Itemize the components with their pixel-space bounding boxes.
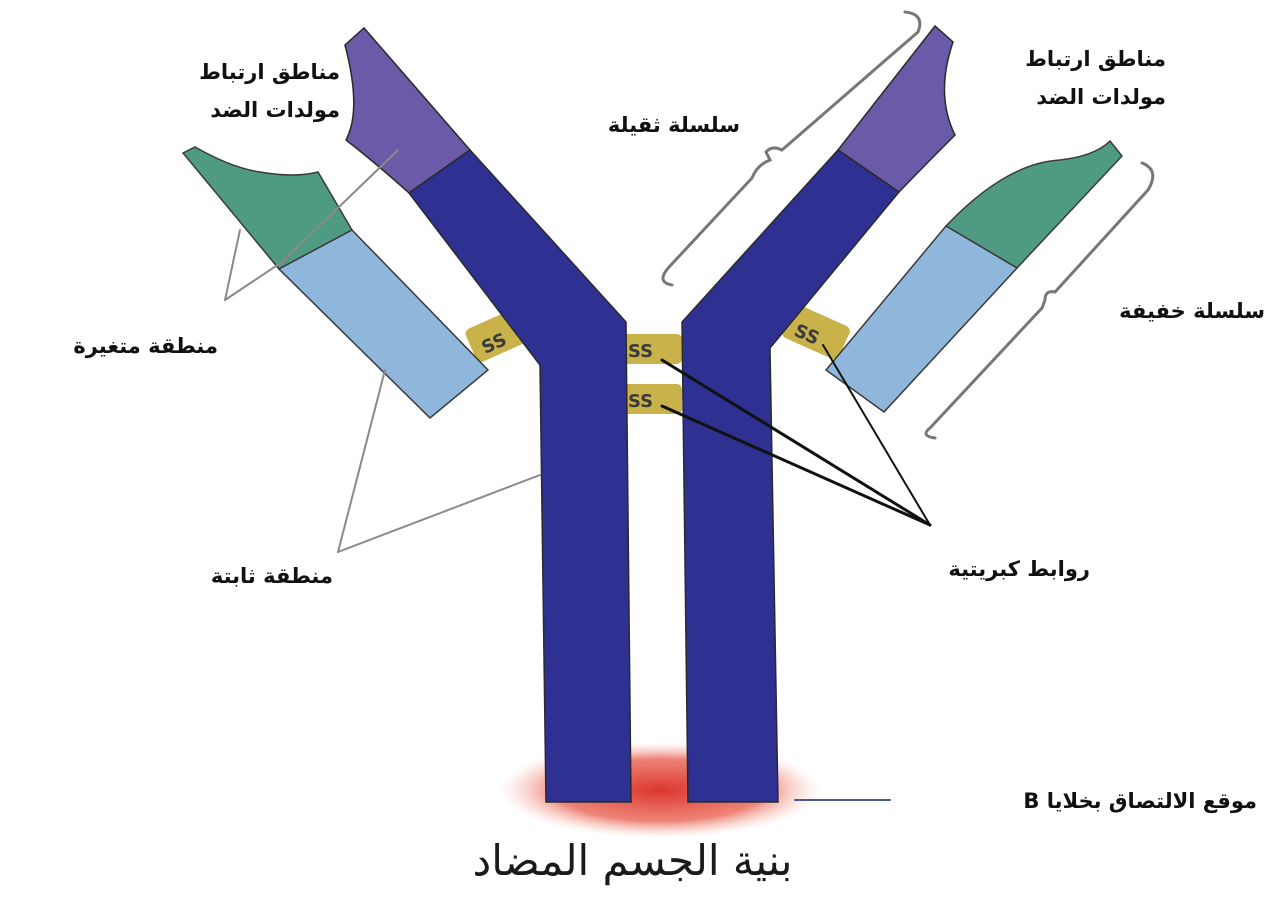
label-variable-region-text: منطقة متغيرة	[8, 327, 218, 365]
right-heavy-constant-region	[682, 150, 899, 802]
label-antigen-binding-sites-left: مناطق ارتباط مولدات الضد	[130, 53, 340, 129]
ss-text-center-top: SS	[628, 341, 653, 362]
diagram-caption: بنية الجسم المضاد	[0, 836, 1265, 885]
label-antigen-binding-line-1: مناطق ارتباط	[130, 53, 340, 91]
label-antigen-binding-line-2: مولدات الضد	[960, 78, 1166, 116]
left-light-constant-region	[279, 230, 488, 418]
label-heavy-chain-text: سلسلة ثقيلة	[560, 106, 740, 144]
pointer-constant-region-1	[338, 370, 385, 552]
pointer-variable-region-2	[225, 262, 282, 300]
label-antigen-binding-line-2: مولدات الضد	[130, 91, 340, 129]
left-heavy-constant-region	[409, 150, 631, 802]
label-antigen-binding-line-1: مناطق ارتباط	[960, 40, 1166, 78]
label-disulfide-bonds: روابط كبريتية	[860, 550, 1090, 588]
ss-text-center-bottom: SS	[628, 391, 653, 412]
label-variable-region: منطقة متغيرة	[8, 327, 218, 365]
left-heavy-chain	[345, 28, 631, 802]
label-heavy-chain: سلسلة ثقيلة	[560, 106, 740, 144]
pointer-constant-region-2	[338, 475, 540, 552]
label-constant-region: منطقة ثابتة	[148, 557, 333, 595]
label-b-cell-attachment: موقع الالتصاق بخلايا B	[905, 782, 1257, 820]
label-b-cell-attachment-text: موقع الالتصاق بخلايا B	[905, 782, 1257, 820]
right-light-constant-region	[826, 226, 1017, 412]
label-constant-region-text: منطقة ثابتة	[148, 557, 333, 595]
label-antigen-binding-sites-right: مناطق ارتباط مولدات الضد	[960, 40, 1166, 116]
label-disulfide-bonds-text: روابط كبريتية	[860, 550, 1090, 588]
label-light-chain-text: سلسلة خفيفة	[1060, 292, 1265, 330]
label-light-chain: سلسلة خفيفة	[1060, 292, 1265, 330]
pointer-variable-region-1	[225, 230, 240, 300]
